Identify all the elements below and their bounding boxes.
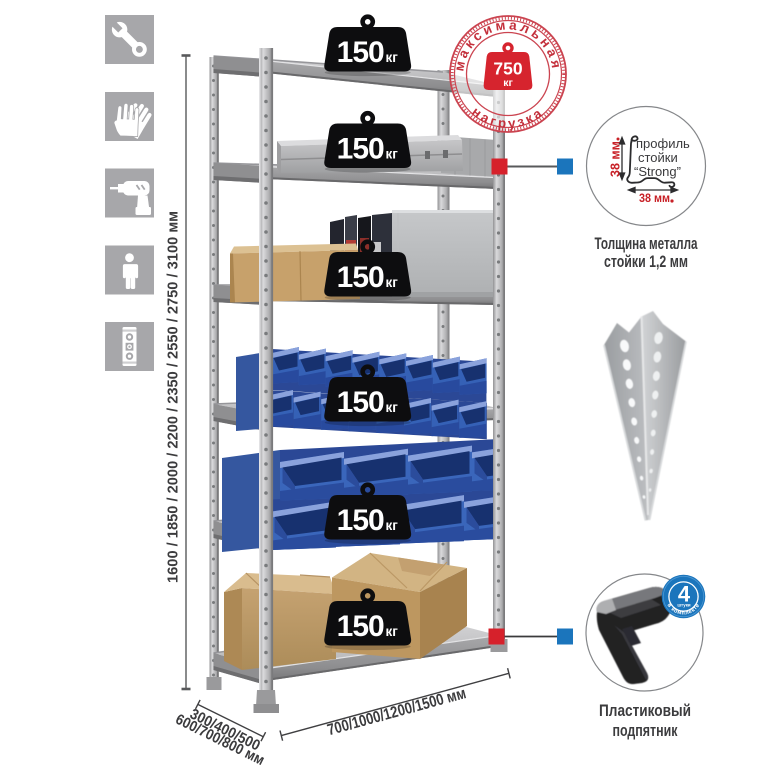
svg-text:4: 4: [678, 582, 691, 607]
svg-text:750: 750: [493, 59, 522, 79]
svg-text:150: 150: [337, 610, 384, 643]
svg-text:150: 150: [337, 36, 384, 69]
svg-text:Толщина металла: Толщина металла: [595, 235, 699, 253]
svg-text:штуки: штуки: [677, 603, 691, 608]
svg-text:кг: кг: [386, 50, 399, 65]
svg-text:стойки 1,2 мм: стойки 1,2 мм: [604, 253, 688, 271]
svg-text:кг: кг: [503, 77, 513, 89]
svg-text:150: 150: [337, 504, 384, 537]
svg-text:кг: кг: [386, 147, 399, 162]
svg-text:кг: кг: [386, 275, 399, 290]
svg-text:150: 150: [337, 133, 384, 166]
svg-text:1600 / 1850 / 2000 / 2200 / 23: 1600 / 1850 / 2000 / 2200 / 2350 / 2550 …: [166, 211, 182, 583]
svg-text:кг: кг: [386, 400, 399, 415]
svg-text:150: 150: [337, 386, 384, 419]
svg-text:подпятник: подпятник: [613, 721, 678, 740]
svg-text:38 мм: 38 мм: [609, 141, 623, 177]
svg-text:кг: кг: [386, 518, 399, 533]
svg-text:Пластиковый: Пластиковый: [599, 701, 691, 720]
svg-text:38 мм: 38 мм: [639, 191, 670, 205]
svg-text:кг: кг: [386, 624, 399, 639]
svg-text:150: 150: [337, 261, 384, 294]
